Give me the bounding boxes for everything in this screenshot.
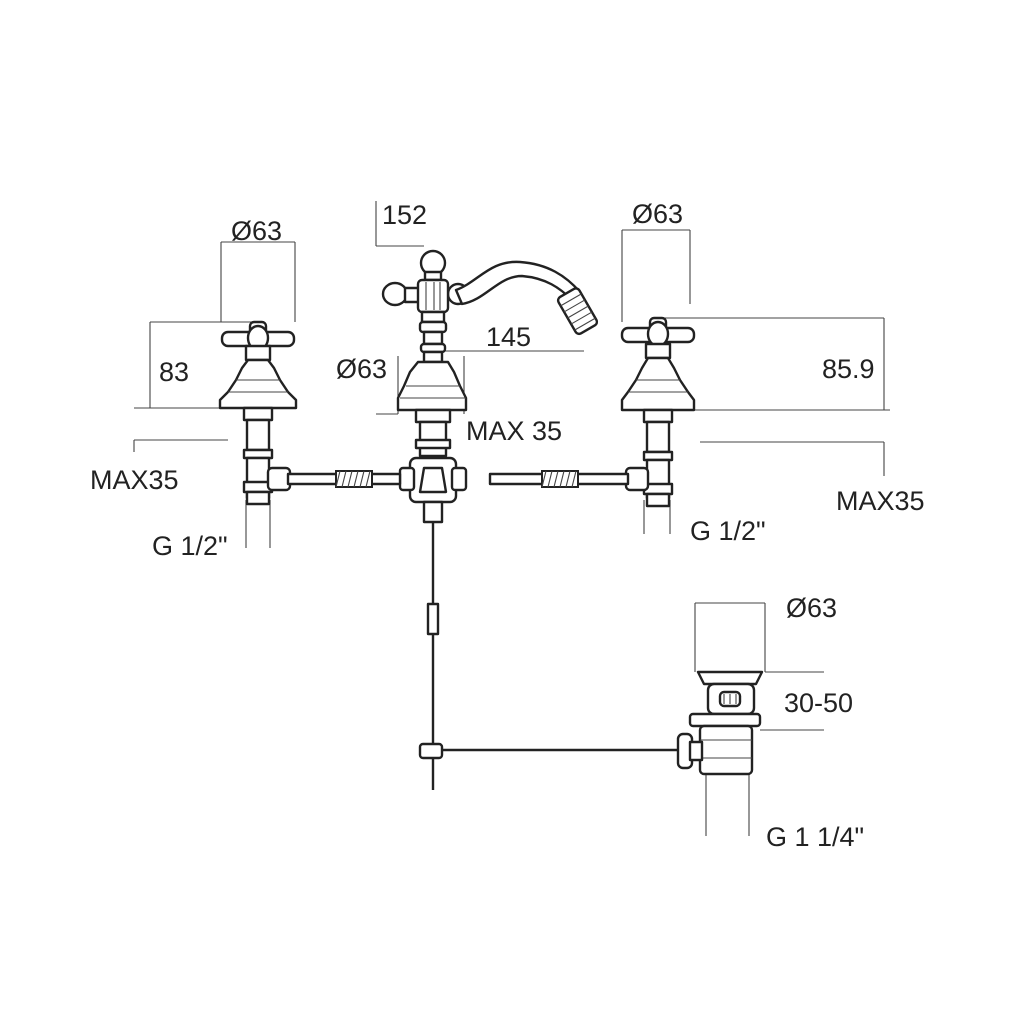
right-handle-diameter-label: Ø63 [632,199,683,229]
left-thread-label: G 1/2" [152,531,228,561]
left-handle-height-label: 83 [159,357,189,387]
right-cross-handle-valve [620,316,696,508]
dimension-labels: Ø63 83 MAX35 G 1/2" 152 145 Ø63 MAX 35 Ø… [90,199,925,852]
spout-base-diameter-label: Ø63 [336,354,387,384]
left-cross-handle-valve [218,320,298,506]
left-handle-diameter-label: Ø63 [231,216,282,246]
right-handle-height-label: 85.9 [822,354,875,384]
dimension-lines [133,201,890,836]
drain-diameter-label: Ø63 [786,593,837,623]
drain-thread-label: G 1 1/4" [766,822,864,852]
pop-up-waste [676,670,764,776]
left-max-label: MAX35 [90,465,179,495]
spout-reach-label: 145 [486,322,531,352]
spout-max-label: MAX 35 [466,416,562,446]
right-thread-label: G 1/2" [690,516,766,546]
flexible-hoses [286,470,630,488]
pop-up-drain-rod [418,522,678,790]
right-max-label: MAX35 [836,486,925,516]
drain-range-label: 30-50 [784,688,853,718]
spout-height-label: 152 [382,200,427,230]
